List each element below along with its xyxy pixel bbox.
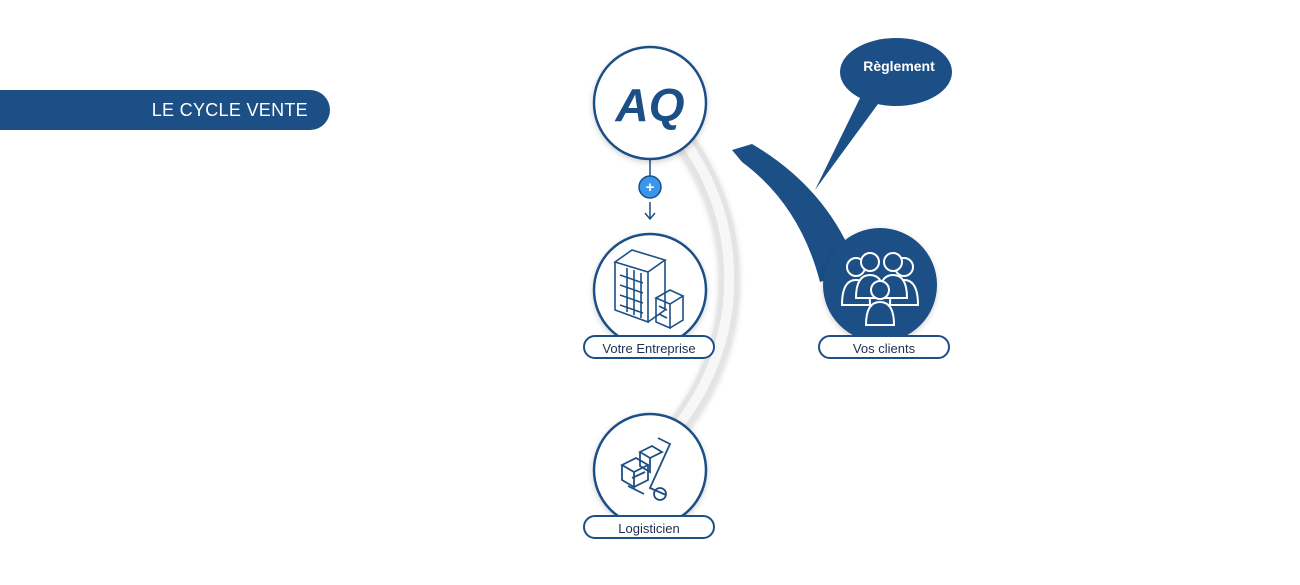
callout-bubble [840, 38, 952, 106]
logistics-label-text: Logisticien [618, 521, 680, 536]
banner-title: LE CYCLE VENTE [151, 100, 308, 120]
add-connector-icon [638, 175, 662, 199]
down-arrow-icon [644, 212, 656, 221]
enterprise-node[interactable] [592, 232, 708, 348]
callout-label: Règlement [863, 58, 935, 74]
clients-label[interactable]: Vos clients [818, 335, 950, 359]
cycle-track-highlight [646, 99, 735, 459]
building-icon [613, 249, 685, 330]
clients-node[interactable] [823, 228, 937, 342]
callout-tail [815, 98, 878, 190]
clients-label-text: Vos clients [852, 341, 916, 356]
section-banner: LE CYCLE VENTE [0, 90, 330, 130]
connector-symbol: + [646, 179, 655, 196]
people-icon [840, 252, 920, 326]
logo-text: AQ [615, 79, 685, 131]
logistics-label[interactable]: Logisticien [583, 515, 715, 539]
hand-truck-icon [620, 437, 672, 501]
aq-logo-node: AQ [592, 45, 708, 161]
enterprise-label[interactable]: Votre Entreprise [583, 335, 715, 359]
enterprise-label-text: Votre Entreprise [602, 341, 696, 356]
payment-flow-arrow [732, 144, 858, 282]
logistics-node[interactable] [592, 412, 708, 528]
